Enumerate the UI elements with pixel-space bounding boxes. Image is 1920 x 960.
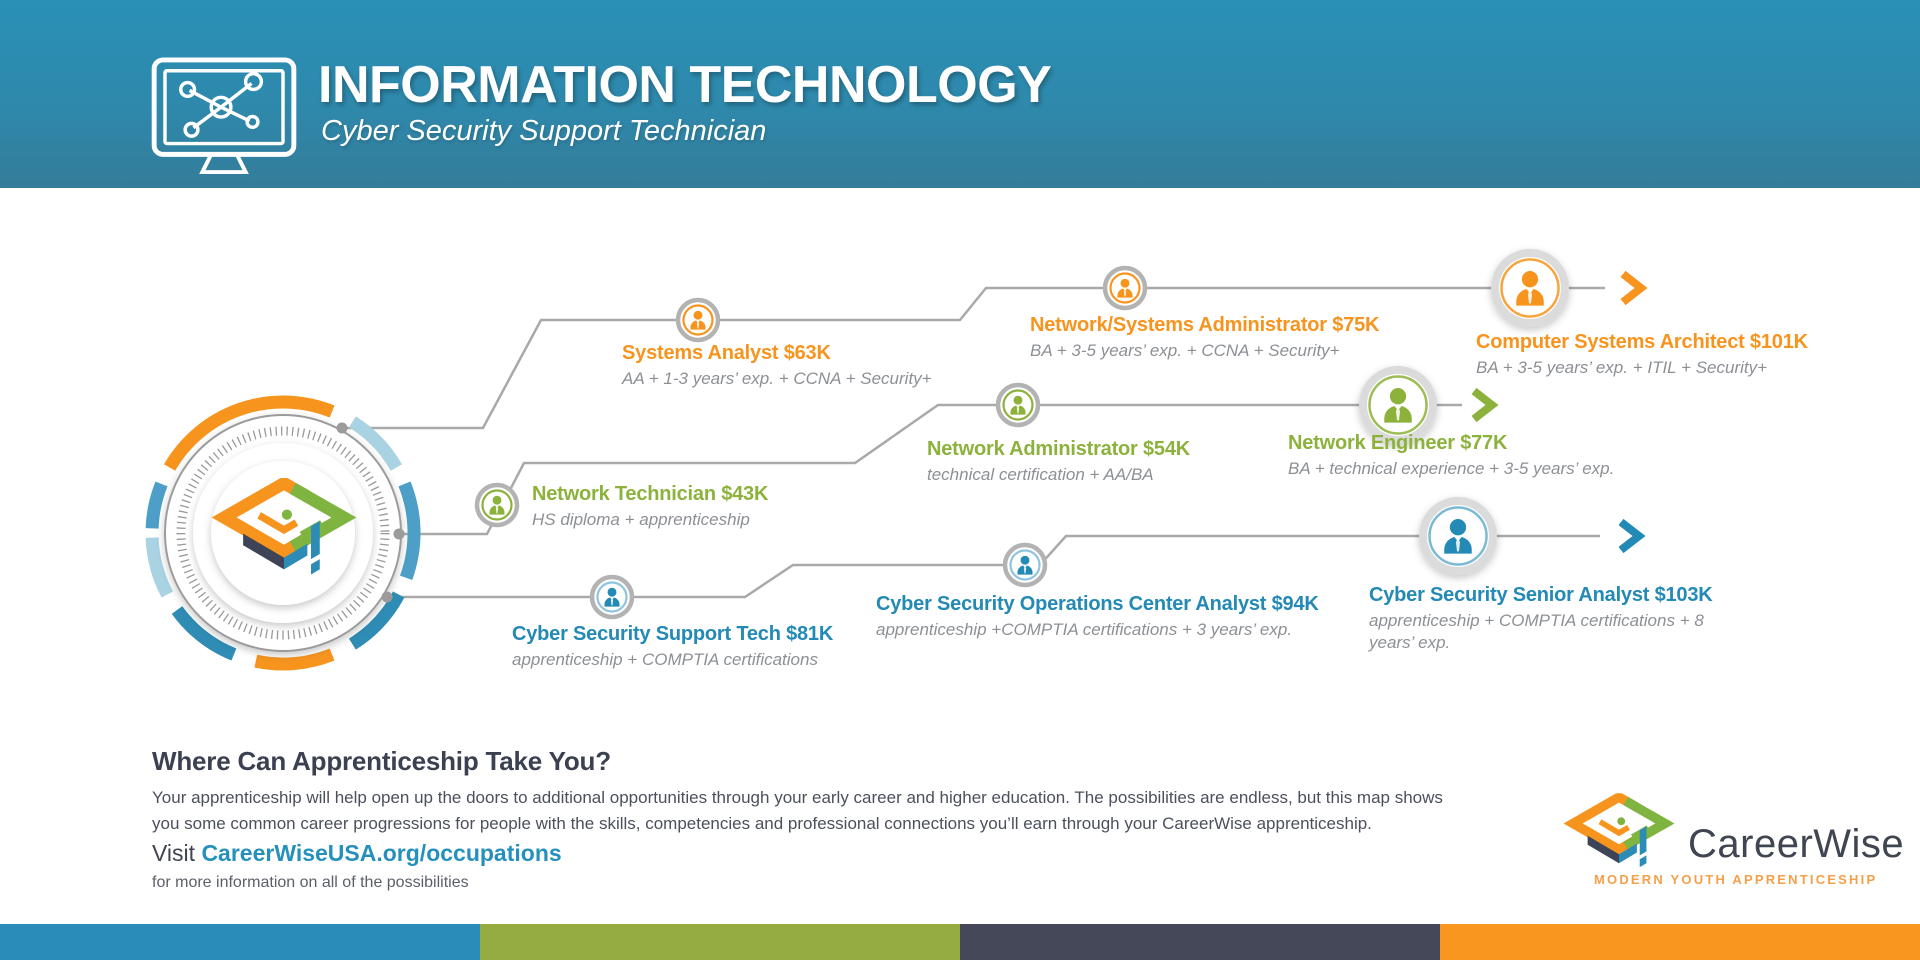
job-label-cyber-security-operations-center-analyst: Cyber Security Operations Center Analyst…: [876, 592, 1319, 641]
careerwise-cap-logo: [1563, 792, 1675, 884]
milestone-nodes: [474, 265, 1148, 620]
visit-note: for more information on all of the possi…: [152, 874, 469, 891]
careerwise-occupations-link[interactable]: CareerWiseUSA.org/occupations: [201, 840, 562, 866]
job-label-network-engineer: Network Engineer $77K BA + technical exp…: [1288, 431, 1614, 480]
job-label-computer-systems-architect: Computer Systems Architect $101K BA + 3-…: [1476, 330, 1808, 379]
job-title: Systems Analyst $63K: [622, 342, 831, 364]
header-banner: INFORMATION TECHNOLOGY Cyber Security Su…: [0, 0, 1920, 188]
arrow-icon-blue: [1618, 518, 1646, 554]
hub-tick-ring: [176, 426, 390, 640]
job-requirements: BA + 3-5 years’ exp. + ITIL + Security+: [1476, 358, 1768, 377]
brand-tagline: MODERN YOUTH APPRENTICESHIP: [1594, 872, 1878, 887]
node-cyber-security-operations-center-analyst: [1002, 542, 1048, 588]
job-title: Network Engineer $77K: [1288, 432, 1508, 454]
footer-segment-orange: [1440, 924, 1920, 960]
job-title: Computer Systems Architect $101K: [1476, 331, 1808, 353]
arrow-icon-green: [1471, 387, 1499, 423]
node-network-administrator: [995, 382, 1041, 428]
hub-dot-top: [336, 422, 348, 434]
visit-line: Visit CareerWiseUSA.org/occupations: [152, 840, 562, 867]
footer-color-bar: [0, 924, 1920, 960]
visit-prefix: Visit: [152, 840, 202, 866]
node-network-technician: [474, 482, 520, 528]
job-label-network-administrator: Network Administrator $54K technical cer…: [927, 437, 1190, 486]
brand-name: CareerWise: [1688, 822, 1905, 866]
job-requirements: technical certification + AA/BA: [927, 465, 1154, 484]
about-body-line2: you some common career progressions for …: [152, 814, 1372, 833]
node-network-systems-administrator: [1102, 265, 1148, 311]
monitor-network-icon: [151, 57, 297, 175]
job-label-network-systems-administrator: Network/Systems Administrator $75K BA + …: [1030, 313, 1379, 362]
node-systems-analyst: [675, 297, 721, 343]
hub-dot-bottom: [381, 591, 393, 603]
footer-segment-green: [480, 924, 960, 960]
arrow-icon-orange: [1620, 270, 1648, 306]
job-title: Cyber Security Operations Center Analyst…: [876, 593, 1319, 615]
job-requirements: BA + technical experience + 3-5 years’ e…: [1288, 459, 1615, 478]
track-arrows: [1471, 270, 1648, 554]
job-title: Cyber Security Support Tech $81K: [512, 623, 834, 645]
node-cyber-security-senior-analyst: [1419, 497, 1497, 575]
job-label-systems-analyst: Systems Analyst $63K AA + 1-3 years’ exp…: [622, 341, 932, 390]
job-requirements: apprenticeship + COMPTIA certifications …: [1369, 611, 1704, 652]
careerwise-hub: [145, 395, 421, 671]
footer-segment-blue: [0, 924, 480, 960]
job-requirements: AA + 1-3 years’ exp. + CCNA + Security+: [622, 369, 932, 388]
node-network-engineer: [1359, 366, 1437, 444]
network-graph-glyph: [179, 71, 264, 138]
job-title: Network Administrator $54K: [927, 438, 1191, 460]
footer-segment-navy: [960, 924, 1440, 960]
job-title: Network Technician $43K: [532, 483, 769, 505]
job-label-cyber-security-support-tech: Cyber Security Support Tech $81K apprent…: [512, 622, 833, 671]
job-requirements: apprenticeship +COMPTIA certifications +…: [876, 620, 1293, 639]
job-title: Cyber Security Senior Analyst $103K: [1369, 584, 1713, 606]
node-cyber-security-support-tech: [589, 574, 635, 620]
node-computer-systems-architect: [1491, 249, 1569, 327]
job-requirements: HS diploma + apprenticeship: [532, 510, 750, 529]
path-systems-track: [342, 286, 1605, 430]
page-title: INFORMATION TECHNOLOGY: [318, 56, 1052, 114]
hub-dot-middle: [393, 528, 405, 540]
job-requirements: BA + 3-5 years’ exp. + CCNA + Security+: [1030, 341, 1340, 360]
terminal-nodes: [1359, 249, 1569, 575]
job-title: Network/Systems Administrator $75K: [1030, 314, 1380, 336]
about-heading: Where Can Apprenticeship Take You?: [152, 746, 611, 776]
job-label-cyber-security-senior-analyst: Cyber Security Senior Analyst $103K appr…: [1369, 583, 1714, 654]
hub-arc-ring: [145, 395, 421, 671]
job-label-network-technician: Network Technician $43K HS diploma + app…: [532, 482, 768, 531]
job-requirements: apprenticeship + COMPTIA certifications: [512, 650, 818, 669]
page-subtitle: Cyber Security Support Technician: [321, 115, 767, 147]
path-cyber-track: [387, 534, 1600, 599]
about-body-line1: Your apprenticeship will help open up th…: [152, 788, 1443, 807]
